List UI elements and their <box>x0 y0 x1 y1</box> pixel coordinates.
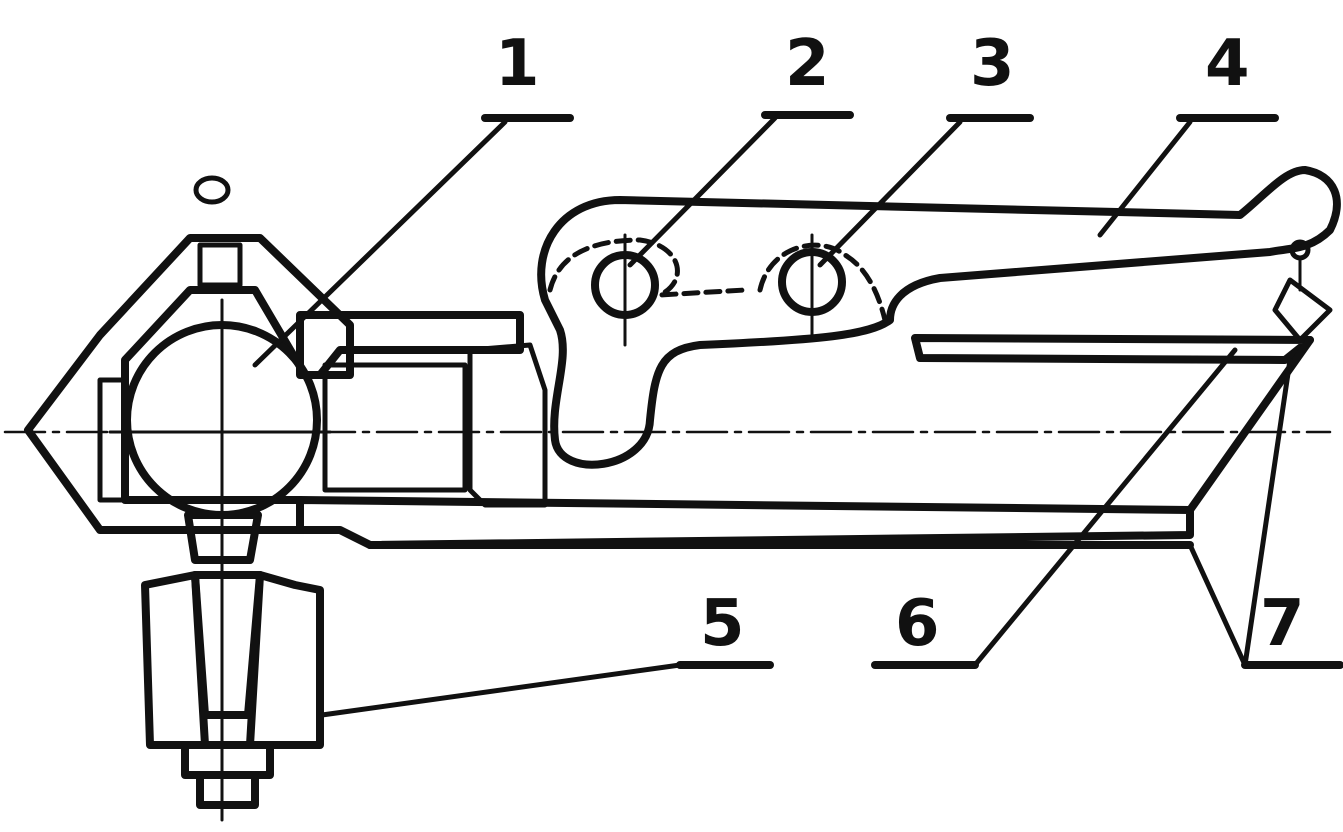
stud-part-5 <box>141 511 324 809</box>
pin-part-3 <box>757 233 888 337</box>
pin-part-2 <box>547 233 748 347</box>
lever-part-4 <box>537 166 1341 469</box>
callout-7: 7 <box>1260 587 1305 661</box>
callout-5: 5 <box>700 587 745 661</box>
callout-2: 2 <box>785 27 830 101</box>
callout-6: 6 <box>895 587 940 661</box>
leader-lines <box>252 111 1343 718</box>
callout-3: 3 <box>970 27 1015 101</box>
tube-right-end <box>1186 336 1314 514</box>
callout-1: 1 <box>495 27 540 101</box>
callout-4: 4 <box>1205 27 1250 101</box>
ball-seat-left <box>97 377 128 503</box>
tube-lower-wall <box>296 496 1194 549</box>
tube-upper-wall <box>911 334 1314 364</box>
spring-insert <box>296 311 548 508</box>
